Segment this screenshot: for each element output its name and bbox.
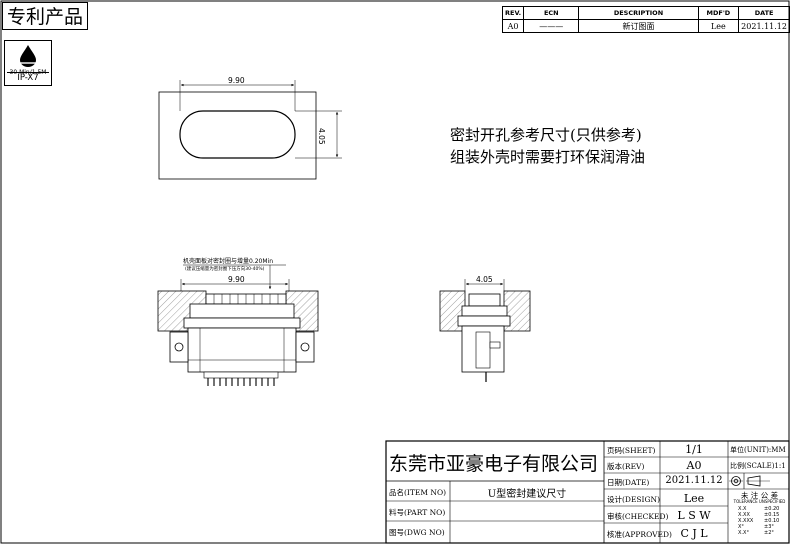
item-no-value: U型密封建议尺寸 (487, 489, 567, 500)
tolerance-subtitle: TOLERANCE UNSPECIFIED (733, 499, 786, 504)
item-no-label: 品名(ITEM NO) (389, 488, 447, 497)
note-line-1: 密封开孔参考尺寸(只供参考) (450, 126, 642, 144)
side-section-view (439, 279, 531, 382)
tol-val-0: ±0.20 (764, 506, 780, 512)
tol-fmt-0: X.X (738, 506, 747, 512)
tol-val-4: ±2° (764, 530, 774, 536)
tol-fmt-2: X.XXX (738, 518, 754, 524)
company-name: 东莞市亚豪电子有限公司 (389, 453, 599, 475)
rev-value: A0 (501, 19, 525, 33)
sheet-value: 1/1 (685, 443, 703, 456)
date-header: DATE (738, 6, 790, 20)
modified-value: Lee (697, 19, 740, 33)
rev-block-value: A0 (686, 459, 702, 472)
ip-rating-logo: 30 Min/1.5M IP-X7 (4, 40, 52, 86)
cutout-height-dim: 4.05 (317, 128, 326, 145)
scale-label: 比例(SCALE)1:1 (730, 462, 786, 470)
tol-val-1: ±0.15 (764, 512, 780, 518)
part-no-label: 料号(PART NO) (389, 508, 446, 517)
side-width-dim: 4.05 (476, 275, 493, 284)
rev-label: 版本(REV) (607, 462, 645, 471)
tolerance-title: 未 注 公 差 (740, 491, 779, 500)
note-line-2: 组装外壳时需要打环保润滑油 (450, 148, 646, 166)
tol-val-2: ±0.10 (764, 518, 780, 524)
unit-label: 单位(UNIT):MM (730, 446, 786, 454)
design-label: 设计(DESIGN) (607, 495, 660, 504)
cutout-width-dim: 9.90 (228, 76, 245, 85)
checked-value: L S W (677, 509, 711, 522)
tol-fmt-4: X.X° (738, 530, 749, 536)
projection-symbol-icon (729, 475, 770, 487)
cutout-top-view (158, 80, 342, 180)
patent-badge: 专利产品 (2, 2, 88, 30)
date-value: 2021.11.12 (738, 19, 790, 33)
description-header: DESCRIPTION (578, 6, 699, 20)
front-width-dim: 9.90 (228, 275, 245, 284)
design-value: Lee (683, 492, 705, 505)
ecn-header: ECN (523, 6, 580, 20)
revision-table: REV. ECN DESCRIPTION MDF'D DATE A0 ——— 新… (501, 6, 790, 33)
rev-header: REV. (501, 6, 525, 20)
approved-value: C J L (680, 527, 708, 540)
modified-header: MDF'D (697, 6, 740, 20)
tol-fmt-3: X° (738, 524, 744, 530)
date-block-value: 2021.11.12 (665, 475, 723, 486)
tol-val-3: ±3° (764, 524, 774, 530)
approved-label: 核准(APPROVED) (607, 530, 672, 539)
seal-note-1: 机壳面板对密封圈与增量0.20Min (183, 258, 274, 265)
dwg-no-label: 图号(DWG NO) (389, 528, 445, 537)
water-drop-icon (20, 45, 36, 67)
ecn-value: ——— (523, 19, 580, 33)
checked-label: 审核(CHECKED) (607, 512, 669, 521)
date-label: 日期(DATE) (607, 478, 650, 487)
title-block-grid (385, 440, 790, 544)
description-value: 新订图面 (578, 19, 699, 33)
seal-note-2: (建议压缩量为密封圈下压方向30-40%) (185, 267, 265, 272)
tol-fmt-1: X.XX (738, 512, 750, 518)
sheet-label: 页码(SHEET) (607, 446, 656, 455)
front-section-view (157, 264, 319, 386)
ip-rating-text: IP-X7 (7, 72, 49, 83)
